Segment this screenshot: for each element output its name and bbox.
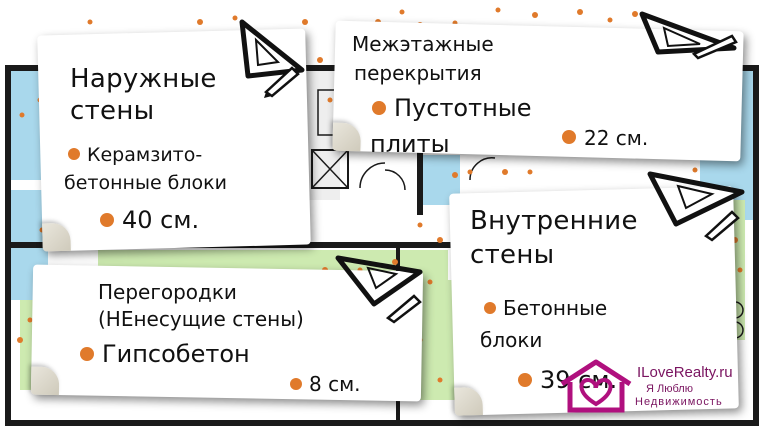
inner-walls-material-1: Бетонные (484, 298, 607, 318)
floor-slabs-material-2: плиты (370, 130, 450, 158)
partitions-title-1: Перегородки (98, 280, 237, 304)
partitions-thickness: 8 см. (290, 374, 361, 394)
outer-walls-thickness: 40 см. (100, 208, 199, 232)
floor-slabs-title-2: перекрытия (354, 61, 482, 85)
outer-walls-title-2: стены (70, 96, 155, 126)
house-heart-icon (560, 359, 632, 413)
inner-walls-title-1: Внутренние (470, 206, 638, 236)
bullet-icon (100, 213, 114, 227)
page-curl (454, 386, 483, 416)
triangle-ruler-icon (639, 11, 737, 55)
outer-walls-material-2: бетонные блоки (64, 172, 227, 194)
bullet-icon (484, 302, 496, 314)
page-curl (42, 222, 71, 252)
logo-site-name: ILoveRealty.ru (637, 364, 733, 381)
bullet-icon (80, 347, 94, 361)
site-logo[interactable]: ILoveRealty.ru Я Люблю Недвижимость (556, 358, 766, 414)
floor-slabs-title-1: Межэтажные (352, 32, 494, 56)
triangle-ruler-icon (239, 19, 305, 79)
pencil-icon (385, 294, 422, 324)
floor-slabs-material-1: Пустотные (372, 96, 532, 120)
page-curl (332, 122, 362, 152)
bullet-icon (562, 130, 576, 144)
pencil-icon (263, 66, 300, 98)
logo-tagline-2: Недвижимость (635, 396, 723, 408)
partitions-material: Гипсобетон (80, 342, 250, 366)
inner-walls-title-2: стены (470, 240, 555, 270)
floor-slabs-thickness: 22 см. (562, 128, 648, 148)
logo-tagline-1: Я Люблю (646, 383, 693, 395)
pencil-icon (703, 210, 740, 242)
bullet-icon (372, 101, 386, 115)
inner-walls-material-2: блоки (480, 328, 543, 352)
outer-walls-material-1: Керамзито- (68, 146, 202, 165)
triangle-ruler-icon (647, 171, 745, 227)
bullet-icon (518, 373, 532, 387)
page-curl (30, 366, 60, 396)
bullet-icon (290, 378, 302, 390)
pencil-icon (691, 34, 738, 60)
triangle-ruler-icon (335, 255, 423, 307)
partitions-title-2: (НЕнесущие стены) (98, 307, 304, 331)
bullet-icon (68, 148, 80, 160)
outer-walls-title-1: Наружные (70, 64, 217, 94)
